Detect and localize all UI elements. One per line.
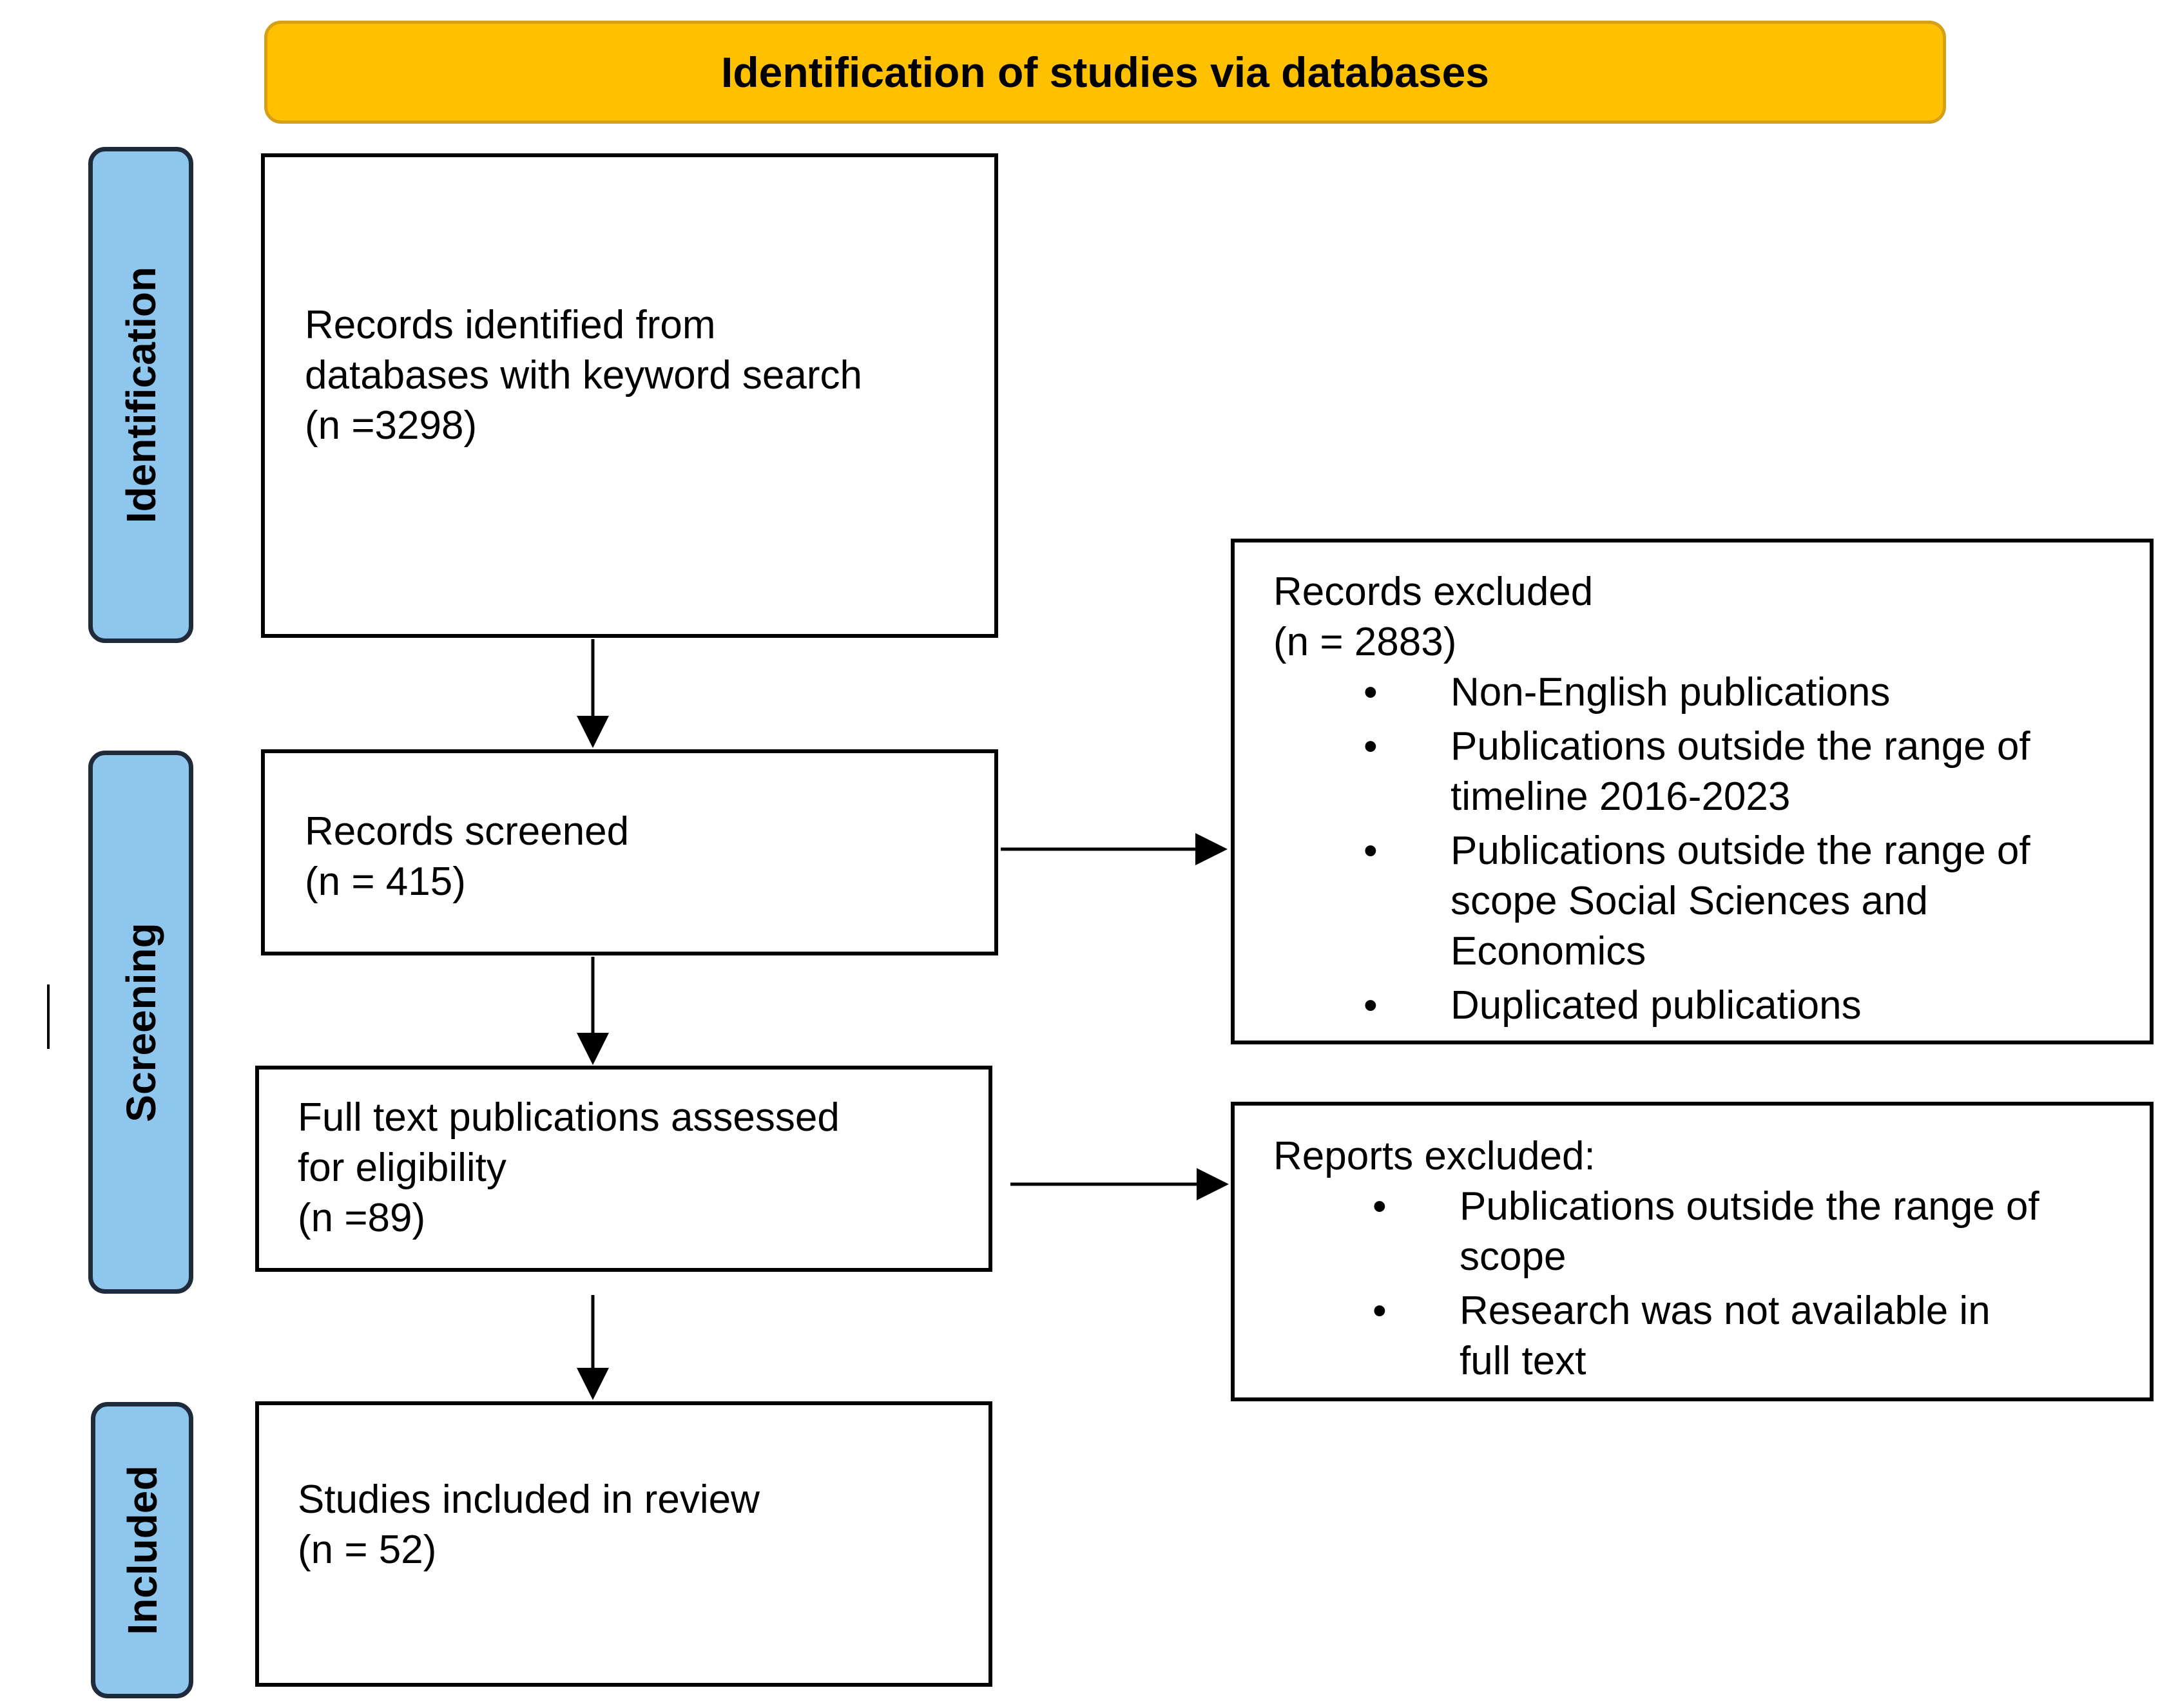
studies-included-box: Studies included in review (n = 52) xyxy=(255,1401,992,1687)
bullet-icon: • xyxy=(1373,1289,1387,1333)
records-excluded-item: • Duplicated publications xyxy=(1273,981,2137,1031)
records-excluded-list: • Non-English publications • Publications o… xyxy=(1273,667,2137,1031)
header-title: Identification of studies via databases xyxy=(721,48,1489,96)
full-text-line1: Full text publications assessed xyxy=(298,1095,840,1140)
stage-screening: Screening xyxy=(88,751,193,1294)
studies-included-line1: Studies included in review xyxy=(298,1477,760,1522)
bullet-icon: • xyxy=(1373,1184,1387,1229)
stage-screening-label: Screening xyxy=(117,922,164,1122)
reports-excluded-item-line: Research was not available in xyxy=(1460,1289,1991,1333)
records-screened-line1: Records screened xyxy=(305,809,630,854)
records-screened-line2: (n = 415) xyxy=(305,859,466,904)
records-excluded-item: • Non-English publications xyxy=(1273,667,2137,718)
bullet-icon: • xyxy=(1364,829,1378,873)
records-excluded-item-line: scope Social Sciences and xyxy=(1451,879,1929,923)
records-excluded-box: Records excluded (n = 2883) • Non-English… xyxy=(1231,539,2154,1044)
records-identified-line3: (n =3298) xyxy=(305,403,477,448)
reports-excluded-item: • Publications outside the range of scope xyxy=(1282,1182,2137,1282)
full-text-box: Full text publications assessed for elig… xyxy=(255,1066,992,1272)
stage-identification-label: Identification xyxy=(117,266,164,524)
records-excluded-item: • Publications outside the range of scope … xyxy=(1273,826,2137,977)
reports-excluded-item: • Research was not available in full text xyxy=(1282,1286,2137,1387)
full-text-line2: for eligibility xyxy=(298,1146,506,1190)
records-excluded-item-line: timeline 2016-2023 xyxy=(1451,774,1791,819)
records-identified-box: Records identified from databases with k… xyxy=(261,153,998,638)
bullet-icon: • xyxy=(1364,670,1378,715)
reports-excluded-box: Reports excluded: • Publications outside … xyxy=(1231,1102,2154,1401)
reports-excluded-item-line: full text xyxy=(1460,1339,1586,1383)
records-excluded-item-line: Economics xyxy=(1451,929,1646,974)
reports-excluded-item-line: scope xyxy=(1460,1234,1566,1279)
records-excluded-title: Records excluded xyxy=(1273,570,1594,614)
full-text-line3: (n =89) xyxy=(298,1196,426,1240)
records-excluded-item-line: Duplicated publications xyxy=(1451,983,1862,1028)
header-banner: Identification of studies via databases xyxy=(264,21,1946,124)
reports-excluded-item-line: Publications outside the range of xyxy=(1460,1184,2039,1229)
records-excluded-item-line: Publications outside the range of xyxy=(1451,724,2030,769)
records-screened-box: Records screened (n = 415) xyxy=(261,749,998,955)
records-excluded-item-line: Publications outside the range of xyxy=(1451,829,2030,873)
stage-included-label: Included xyxy=(119,1465,166,1635)
studies-included-line2: (n = 52) xyxy=(298,1528,437,1572)
stage-identification: Identification xyxy=(88,147,193,643)
records-excluded-item: • Publications outside the range of timeli… xyxy=(1273,722,2137,822)
stray-mark xyxy=(47,984,50,1049)
reports-excluded-title: Reports excluded: xyxy=(1273,1134,1595,1178)
bullet-icon: • xyxy=(1364,724,1378,769)
records-excluded-count: (n = 2883) xyxy=(1273,620,1457,664)
bullet-icon: • xyxy=(1364,983,1378,1028)
stage-included: Included xyxy=(91,1402,193,1698)
records-excluded-item-line: Non-English publications xyxy=(1451,670,1891,715)
records-identified-line1: Records identified from xyxy=(305,303,716,347)
records-identified-line2: databases with keyword search xyxy=(305,353,863,398)
